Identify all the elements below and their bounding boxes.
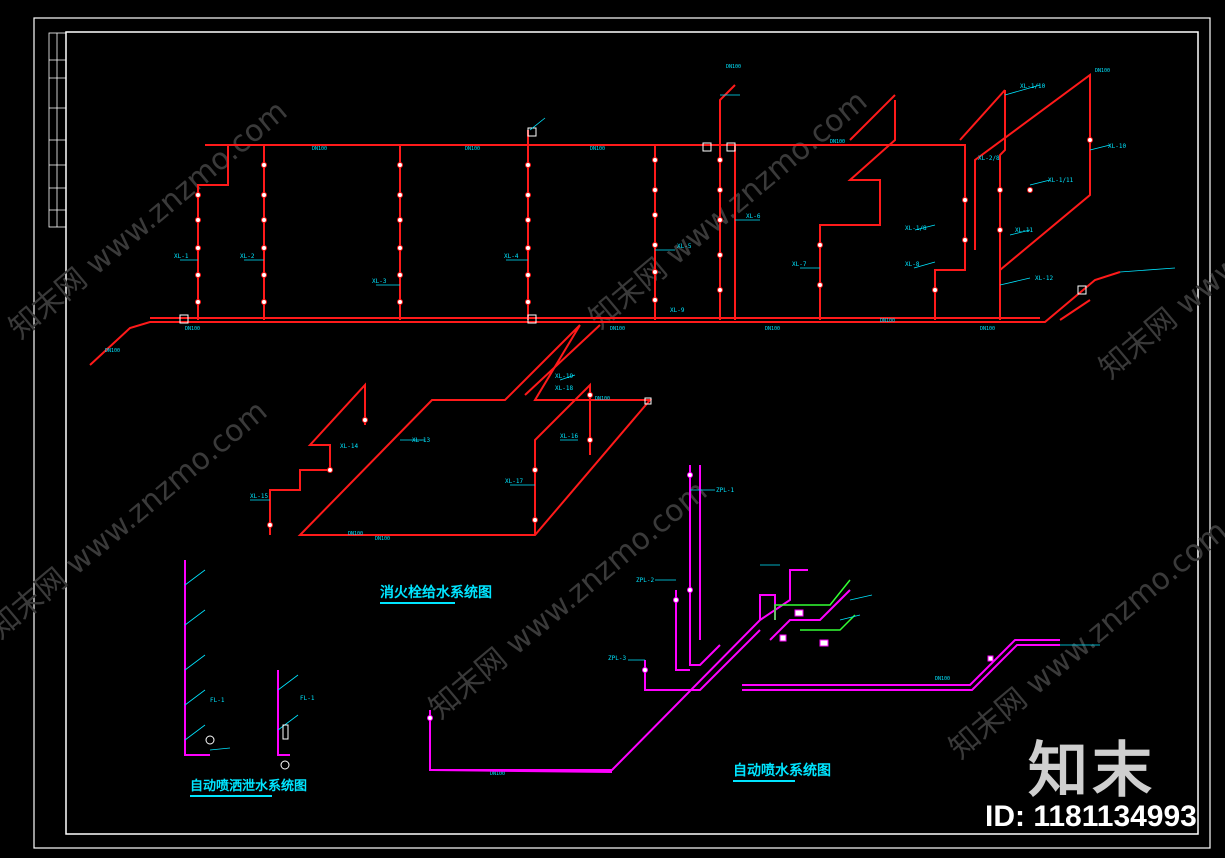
hydrant-lower-diag [524, 324, 601, 396]
pipe-size-tag: DN100 [610, 326, 625, 332]
drain-branches [184, 569, 299, 751]
riser-label: XL-3 [372, 278, 387, 285]
right-zone-riser-d [974, 73, 1091, 271]
drain-system-title: 自动喷洒泄水系统图 [190, 778, 307, 794]
pipe-size-tag: DN100 [765, 326, 780, 332]
pipe-size-tag: DN100 [595, 396, 610, 402]
pipe-size-tag: DN100 [935, 676, 950, 682]
inner-frame [65, 31, 1199, 835]
right-diag-3 [1059, 299, 1091, 321]
riser-label: XL-5 [677, 243, 692, 250]
pipe-size-tag: DN100 [726, 64, 741, 70]
riser-label: XL-14 [340, 443, 358, 450]
right-zone-riser-c [999, 90, 1006, 320]
riser-label: XL-1/10 [1020, 83, 1046, 90]
pipe-size-tag: DN100 [980, 326, 995, 332]
riser-label: XL-19 [555, 373, 573, 380]
pipe-size-tag: DN100 [1095, 68, 1110, 74]
watermark-text: 知末网 www.znzmo.com [0, 394, 274, 646]
hydrant-annotations [180, 84, 1176, 501]
sprinkler-green-branch [774, 579, 856, 631]
riser-label: XL-2 [240, 253, 255, 260]
right-zone-riser-b [934, 150, 966, 320]
pipe-size-tag: DN100 [490, 771, 505, 777]
riser-label: XL-6 [746, 213, 761, 220]
hydrant-lower-loop [297, 324, 653, 536]
riser-label: ZPL-3 [608, 655, 626, 662]
drain-riser-left [184, 560, 210, 756]
outer-frame [33, 17, 1211, 849]
sprinkler-labels: ZPL-1 ZPL-2 ZPL-3 [608, 487, 734, 662]
right-zone-riser-a [819, 100, 896, 320]
riser-label: XL-1 [174, 253, 189, 260]
sprinkler-inlet-branch [759, 594, 776, 620]
sprinkler-main-b [431, 769, 613, 773]
riser-label: XL-10 [1108, 143, 1126, 150]
riser-xl1 [197, 145, 229, 320]
drain-labels: FL-1 FL-1 [210, 695, 315, 704]
sprinkler-annotations [628, 489, 1100, 661]
riser-label: XL-7 [792, 261, 807, 268]
sprinkler-system [429, 465, 1060, 773]
pipe-size-tag: DN100 [590, 146, 605, 152]
riser-label: ZPL-2 [636, 577, 654, 584]
hydrant-markers [195, 137, 1093, 528]
watermark-layer: 知末网 www.znzmo.com 知末网 www.znzmo.com 知末网 … [0, 84, 1225, 766]
riser-label: XL-8 [905, 261, 920, 268]
pipe-size-tag: DN100 [830, 139, 845, 145]
sprinkler-riser-zpl3 [644, 629, 761, 691]
pipe-size-tag: DN100 [105, 348, 120, 354]
pipe-size-tag: DN100 [465, 146, 480, 152]
title-block-strip [48, 32, 67, 228]
hydrant-lower-riser-left [269, 382, 366, 535]
right-diag-1 [849, 94, 896, 141]
riser-label: XL-11 [1015, 227, 1033, 234]
pipe-size-tag: DN100 [185, 326, 200, 332]
watermark-text: 知末网 www.znzmo.com [583, 84, 874, 336]
riser-label: FL-1 [210, 697, 225, 704]
riser-label: XL-13 [412, 437, 430, 444]
sprinkler-outlet [742, 639, 1060, 686]
right-diag-2 [959, 89, 1006, 141]
sprinkler-riser-zpl1 [689, 465, 721, 666]
sprinkler-outlet-b [742, 644, 1060, 691]
riser-label: ZPL-1 [716, 487, 734, 494]
hydrant-riser-labels: XL-1 XL-2 XL-3 XL-4 XL-5 XL-6 XL-7 XL-8 … [174, 83, 1126, 500]
riser-label: XL-4 [504, 253, 519, 260]
riser-xl6 [719, 84, 736, 320]
pipe-size-tag: DN100 [880, 318, 895, 324]
drain-riser-right [277, 670, 290, 756]
riser-label: XL-9 [670, 307, 685, 314]
sprinkler-markers [427, 472, 994, 721]
riser-label: XL-1/11 [1048, 177, 1074, 184]
brand-logo: 知末 [1028, 736, 1156, 806]
riser-label: XL-15 [250, 493, 268, 500]
sprinkler-system-title: 自动喷水系统图 [733, 762, 831, 779]
pipe-size-tag: DN100 [348, 531, 363, 537]
hydrant-system-title: 消火栓给水系统图 [380, 584, 492, 601]
riser-label: XL-16 [560, 433, 578, 440]
riser-label: FL-1 [300, 695, 315, 702]
riser-label: XL-18 [555, 385, 573, 392]
riser-label: XL-17 [505, 478, 523, 485]
hydrant-main-pipe [89, 271, 1121, 366]
sprinkler-tank-loop [769, 589, 851, 641]
drain-markers [205, 724, 290, 770]
drain-system [184, 560, 290, 756]
riser-label: XL-2/8 [978, 155, 1000, 162]
pipe-size-tag: DN100 [312, 146, 327, 152]
id-label: ID: 1181134993 [985, 800, 1197, 833]
pipe-size-tag: DN100 [375, 536, 390, 542]
riser-label: XL-1/8 [905, 225, 927, 232]
watermark-text: 知末网 www.znzmo.com [1093, 134, 1225, 386]
watermark-text: 知末网 www.znzmo.com [3, 94, 294, 346]
sprinkler-riser-zpl2 [675, 590, 690, 671]
riser-label: XL-12 [1035, 275, 1053, 282]
hydrant-lower-riser-right [534, 382, 591, 535]
